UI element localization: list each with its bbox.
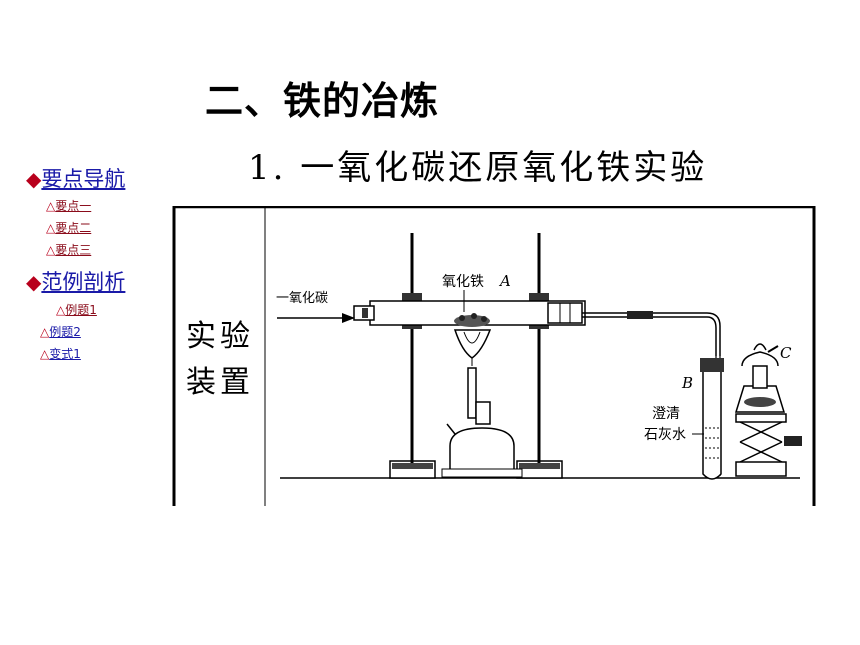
limewater-label-line1: 澄清 (652, 406, 680, 422)
gas-inlet-arrow (277, 313, 355, 323)
nav-item-label[interactable]: 变式1 (49, 347, 81, 361)
side-label-line2: 装置 (186, 365, 254, 400)
diamond-icon: ◆ (26, 270, 42, 294)
triangle-icon: △ (46, 243, 56, 257)
nav-item-point-1[interactable]: △要点一 (46, 197, 91, 214)
nav-section-label[interactable]: 要点导航 (41, 167, 126, 191)
nav-section-label[interactable]: 范例剖析 (41, 270, 126, 294)
alcohol-lamp (441, 367, 523, 478)
triangle-icon: △ (46, 199, 56, 213)
nav-section-key-points[interactable]: ◆要点导航 (26, 163, 125, 193)
diamond-icon: ◆ (26, 167, 42, 191)
triangle-icon: △ (46, 221, 56, 235)
nav-item-point-2[interactable]: △要点二 (46, 219, 91, 236)
triangle-icon: △ (40, 325, 50, 339)
reaction-tube (353, 300, 586, 327)
page-subtitle: 1. 一氧化碳还原氧化铁实验 (248, 148, 708, 188)
tube-letter: B (681, 374, 693, 392)
nav-item-label[interactable]: 例题2 (49, 325, 81, 339)
page-title: 二、铁的冶炼 (205, 79, 440, 123)
oxide-label: 氧化铁 (442, 274, 484, 290)
apparatus-figure: 实验 装置 一氧化碳 氧化铁 A (172, 206, 816, 506)
nav-item-label[interactable]: 例题1 (65, 303, 97, 317)
burner-c (734, 343, 786, 413)
nav-item-label[interactable]: 要点一 (55, 199, 92, 213)
nav-item-point-3[interactable]: △要点三 (46, 241, 91, 258)
triangle-icon: △ (40, 347, 50, 361)
nav-item-example-2[interactable]: △例题2 (40, 323, 81, 340)
triangle-icon: △ (56, 303, 66, 317)
nav-item-variant-1[interactable]: △变式1 (40, 345, 81, 362)
flame-hood (453, 329, 492, 366)
nav-item-example-1[interactable]: △例题1 (56, 301, 97, 318)
lab-jack (735, 413, 802, 477)
left-iron-stand (389, 233, 436, 479)
nav-item-label[interactable]: 要点三 (55, 243, 92, 257)
nav-item-label[interactable]: 要点二 (55, 221, 92, 235)
figure-border (172, 206, 816, 506)
nav-section-examples[interactable]: ◆范例剖析 (26, 266, 125, 296)
gas-label: 一氧化碳 (276, 291, 328, 306)
outlet-tube (582, 311, 721, 476)
limewater-label-line2: 石灰水 (644, 427, 686, 443)
side-label-line1: 实验 (186, 319, 254, 354)
right-iron-stand (516, 233, 563, 479)
burner-letter: C (780, 344, 792, 362)
oxide-letter: A (498, 272, 511, 290)
test-tube-b (700, 358, 724, 480)
